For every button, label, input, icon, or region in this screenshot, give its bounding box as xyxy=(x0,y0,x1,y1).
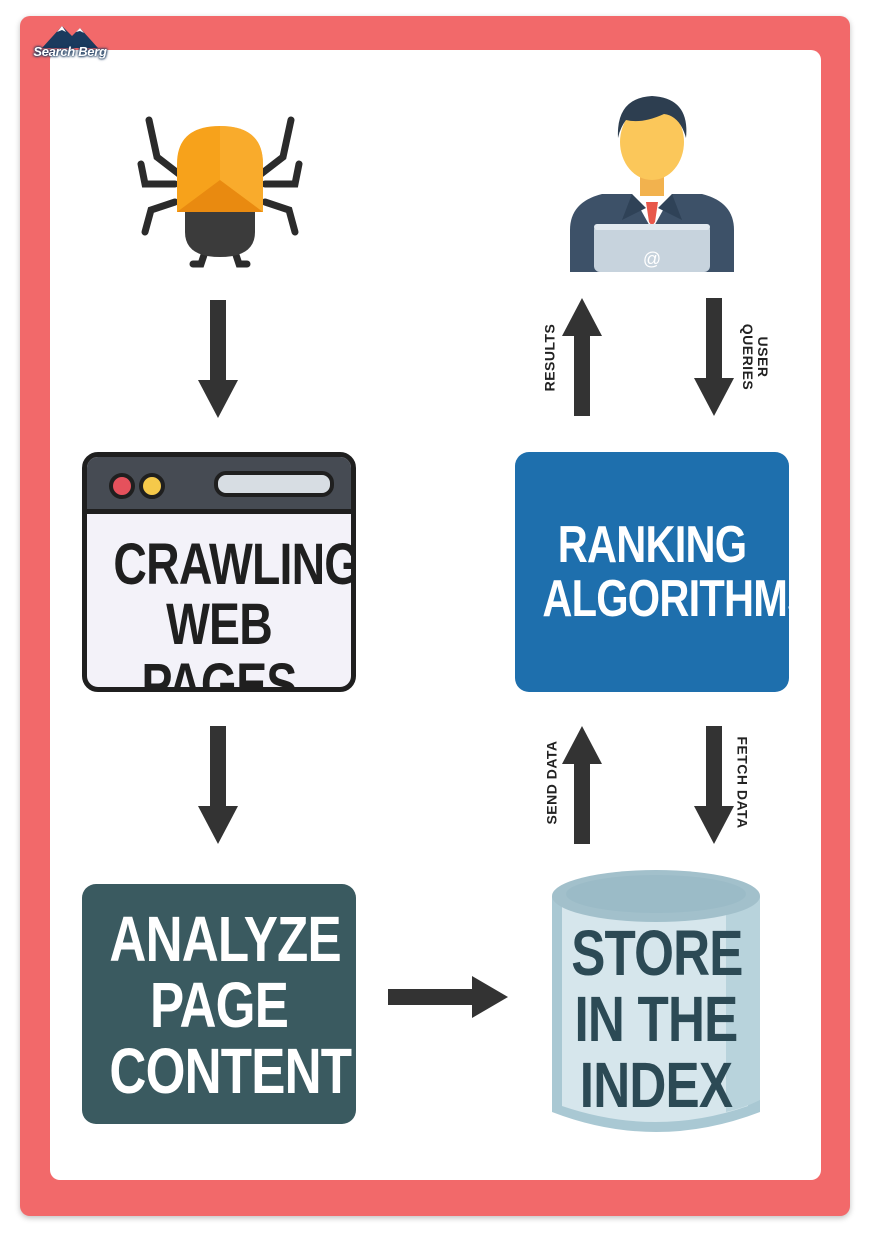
mountain-logo-icon xyxy=(42,26,98,48)
browser-toolbar xyxy=(87,457,351,514)
red-dot-icon xyxy=(109,473,135,499)
ranking-algorithms-node: RANKING ALGORITHMS xyxy=(515,452,815,692)
store-in-index-label: STORE IN THE INDEX xyxy=(571,917,743,1121)
svg-text:@: @ xyxy=(643,249,661,269)
bug-icon xyxy=(137,116,303,268)
brand-name: Search Berg xyxy=(33,44,107,59)
ranking-line-2: ALGORITHMS xyxy=(542,570,815,628)
crawling-web-pages-node: CRAWLING WEB PAGES xyxy=(82,452,356,692)
ranking-line-1: RANKING xyxy=(557,516,747,574)
arrow-down-fetch-data xyxy=(694,726,734,844)
index-line-3: INDEX xyxy=(579,1049,733,1121)
analyze-line-3: CONTENT xyxy=(109,1035,352,1107)
arrow-down-crawl xyxy=(198,300,238,418)
analyze-line-1: ANALYZE xyxy=(109,903,341,975)
user-queries-line-1: USER xyxy=(755,336,771,378)
yellow-dot-icon xyxy=(139,473,165,499)
url-bar xyxy=(214,471,334,497)
analyze-line-2: PAGE xyxy=(149,969,289,1041)
index-line-1: STORE xyxy=(571,917,743,989)
analyze-page-content-node: ANALYZE PAGE CONTENT xyxy=(82,884,356,1124)
brand-logo: Search Berg xyxy=(30,22,110,62)
results-label: RESULTS xyxy=(541,323,558,392)
user-queries-label: USER QUERIES xyxy=(740,307,771,407)
arrow-up-results xyxy=(562,298,602,416)
database-cylinder-icon xyxy=(552,870,760,1132)
crawling-label: CRAWLING WEB PAGES xyxy=(113,532,356,692)
crawling-line-2: WEB PAGES xyxy=(141,592,297,692)
arrow-up-send-data xyxy=(562,726,602,844)
analyze-label: ANALYZE PAGE CONTENT xyxy=(109,903,352,1107)
crawling-line-1: CRAWLING xyxy=(113,532,356,597)
arrow-right-index xyxy=(388,976,508,1018)
fetch-data-label: FETCH DATA xyxy=(734,736,751,829)
arrow-down-user-queries xyxy=(694,298,734,416)
arrow-down-analyze xyxy=(198,726,238,844)
user-queries-line-2: QUERIES xyxy=(740,323,756,391)
send-data-label: SEND DATA xyxy=(543,740,560,825)
ranking-label: RANKING ALGORITHMS xyxy=(542,516,815,628)
index-line-2: IN THE xyxy=(574,983,738,1055)
user-at-laptop-icon: @ xyxy=(570,96,734,272)
